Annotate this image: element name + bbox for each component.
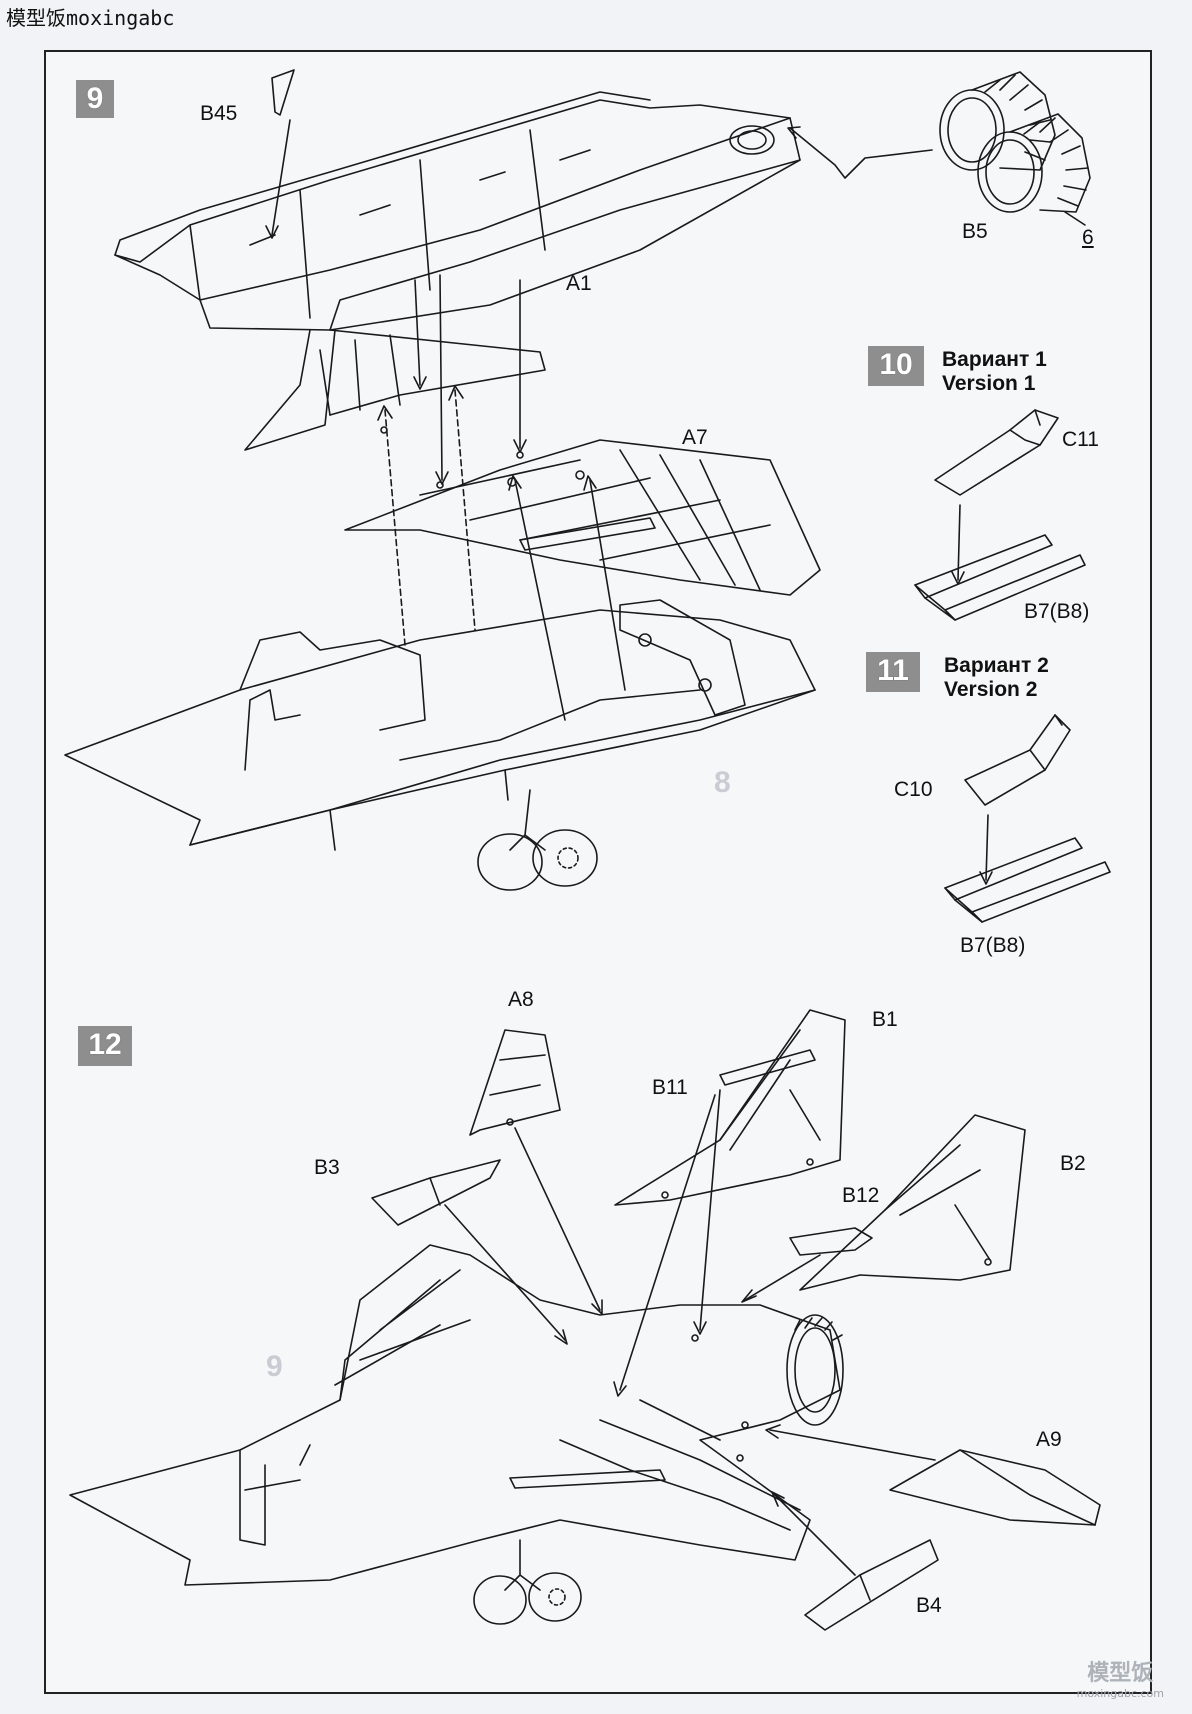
part-c11 (934, 409, 1059, 496)
part-a9 (765, 1424, 1101, 1526)
ghost-ref-9: 9 (266, 1350, 283, 1383)
step-11-badge: 11 (866, 652, 920, 692)
label-b11: B11 (652, 1076, 688, 1099)
step-10-badge: 10 (868, 346, 924, 386)
part-c10 (964, 714, 1071, 806)
intake-trunk (244, 329, 546, 451)
step-10-caption: Вариант 1 Version 1 (942, 348, 1047, 396)
lower-fuselage (64, 599, 816, 851)
label-b5: B5 (962, 220, 988, 243)
label-b7b8-v1: B7(B8) (1024, 600, 1090, 623)
label-a8: A8 (508, 988, 534, 1011)
variant-1-title-ru: Вариант 1 (942, 348, 1047, 371)
exhaust-nozzles (787, 71, 1091, 226)
label-b45: B45 (200, 102, 238, 125)
label-b7b8-v2: B7(B8) (960, 934, 1026, 957)
label-b3: B3 (314, 1156, 340, 1179)
step10-arrow (951, 504, 965, 585)
site-watermark: 模型饭moxingabc (6, 6, 175, 30)
part-b7-v2 (944, 837, 1111, 923)
part-b4 (771, 1491, 939, 1631)
label-b4: B4 (916, 1594, 942, 1617)
label-a9: A9 (1036, 1428, 1062, 1451)
assembly-arrows-step9 (377, 274, 626, 721)
ghost-ref-8: 8 (714, 766, 731, 799)
step-12-badge: 12 (78, 1026, 132, 1066)
label-c10: C10 (894, 778, 933, 801)
part-b7-v1 (914, 534, 1086, 621)
label-b12: B12 (842, 1184, 880, 1207)
part-b11-arrows (613, 1089, 721, 1397)
site-logo-text: 模型饭 (1087, 1661, 1154, 1686)
aircraft-step12 (69, 1244, 844, 1586)
variant-1-title-en: Version 1 (942, 372, 1036, 395)
wing-panel-a7 (344, 439, 821, 596)
site-logo-url: moxingabc.com (1076, 1687, 1164, 1700)
label-b1: B1 (872, 1008, 898, 1031)
variant-2-title-en: Version 2 (944, 678, 1038, 701)
label-6: 6 (1082, 226, 1094, 249)
fin-a8 (469, 1029, 603, 1315)
fin-b1 (614, 1009, 846, 1206)
instruction-sheet (44, 50, 1152, 1694)
upper-fuselage-a1 (114, 91, 801, 331)
main-gear-step12 (473, 1539, 582, 1625)
part-b12 (741, 1227, 873, 1303)
fin-b2 (799, 1114, 1026, 1291)
label-a7: A7 (682, 426, 708, 449)
label-b2: B2 (1060, 1152, 1086, 1175)
step11-arrow (979, 814, 993, 885)
step-11-caption: Вариант 2 Version 2 (944, 654, 1049, 702)
label-a1: A1 (566, 272, 592, 295)
part-b3 (371, 1159, 568, 1345)
step-9-badge: 9 (76, 80, 114, 118)
main-gear-step9 (477, 789, 598, 891)
label-c11: C11 (1062, 428, 1099, 451)
site-logo: 模型饭 moxingabc.com (1077, 1655, 1164, 1700)
variant-2-title-ru: Вариант 2 (944, 654, 1049, 677)
part-b45 (265, 69, 295, 239)
